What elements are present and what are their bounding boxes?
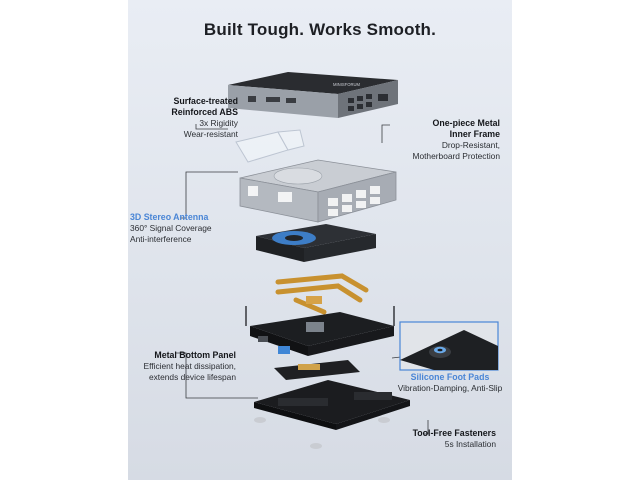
exploded-view-illustration: MINISFORUM	[176, 72, 499, 449]
bottom-panel	[254, 380, 410, 449]
panel-line-2: extends device lifespan	[148, 372, 236, 382]
callout-frame: One-piece Metal Inner Frame Drop-Resista…	[390, 118, 500, 162]
frame-line-2: Motherboard Protection	[412, 151, 500, 161]
pads-title: Silicone Foot Pads	[410, 372, 490, 382]
abs-title-2: Reinforced ABS	[171, 107, 238, 117]
motherboard	[245, 306, 395, 380]
callout-abs: Surface-treated Reinforced ABS 3x Rigidi…	[132, 96, 238, 140]
fasteners-title: Tool-Free Fasteners	[412, 428, 496, 438]
antenna-shell	[235, 129, 305, 163]
antenna-title: 3D Stereo Antenna	[130, 212, 209, 222]
abs-line-2: Wear-resistant	[183, 129, 238, 139]
fasteners-line-1: 5s Installation	[444, 439, 496, 449]
brand-mark: MINISFORUM	[333, 82, 360, 87]
frame-title-1: One-piece Metal	[432, 118, 500, 128]
panel-title: Metal Bottom Panel	[154, 350, 236, 360]
callout-foot-pads: Silicone Foot Pads Vibration-Damping, An…	[388, 372, 512, 394]
leader-lines	[176, 124, 429, 435]
frame-line-1: Drop-Resistant,	[441, 140, 500, 150]
antenna-line-2: Anti-interference	[130, 234, 192, 244]
abs-title-1: Surface-treated	[173, 96, 238, 106]
cooling-fan	[256, 224, 376, 262]
callout-fasteners: Tool-Free Fasteners 5s Installation	[378, 428, 496, 450]
pads-line-1: Vibration-Damping, Anti-Slip	[397, 383, 503, 393]
foot-pad-zoom	[399, 321, 499, 371]
frame-title-2: Inner Frame	[449, 129, 500, 139]
product-panel: Built Tough. Works Smooth. MIN	[128, 0, 512, 480]
abs-line-1: 3x Rigidity	[199, 118, 238, 128]
heat-pipes	[275, 273, 369, 315]
callout-antenna: 3D Stereo Antenna 360° Signal Coverage A…	[130, 212, 240, 245]
headline: Built Tough. Works Smooth.	[203, 20, 437, 39]
panel-line-1: Efficient heat dissipation,	[143, 361, 237, 371]
antenna-line-1: 360° Signal Coverage	[130, 223, 212, 233]
case-shell: MINISFORUM	[228, 72, 398, 118]
inner-frame	[239, 159, 397, 223]
callout-bottom-panel: Metal Bottom Panel Efficient heat dissip…	[128, 350, 237, 383]
